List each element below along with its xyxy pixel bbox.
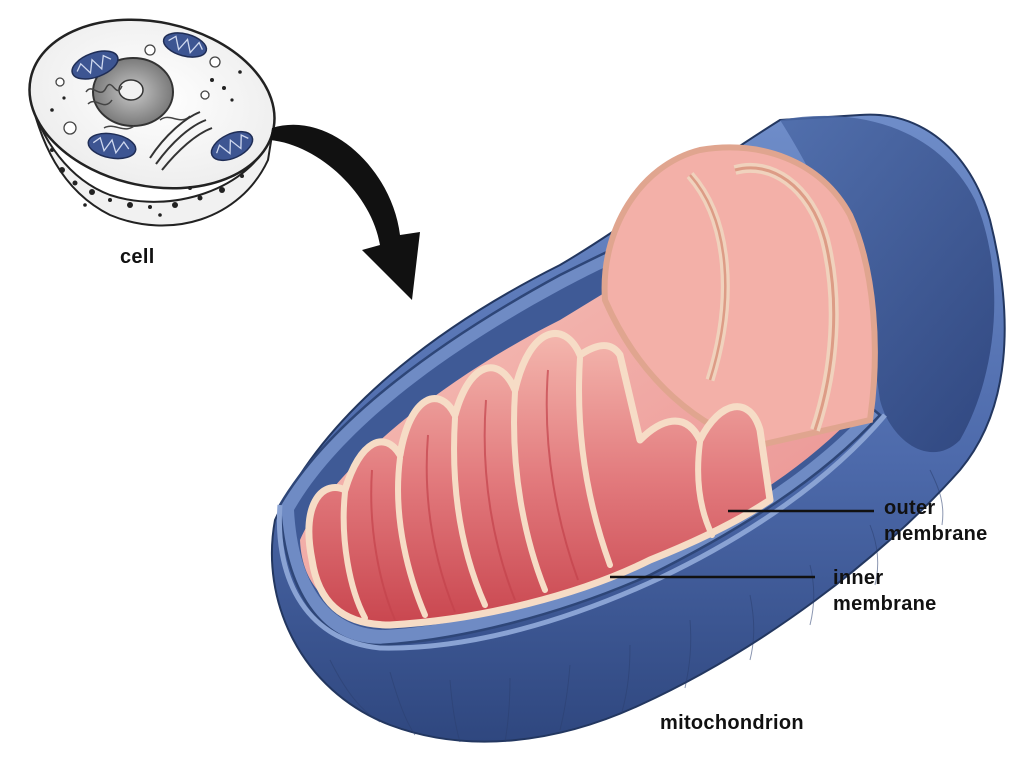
curved-arrow-icon <box>270 124 420 300</box>
cell-granules <box>50 70 244 217</box>
cristae <box>305 330 774 629</box>
cell-vesicles <box>55 44 221 135</box>
mitochondrion-label: mitochondrion <box>660 712 804 734</box>
outer-membrane-label: outer membrane <box>884 495 988 547</box>
cell-mitochondria <box>71 32 254 162</box>
golgi-apparatus <box>149 111 213 171</box>
inner-membrane-label-line-1: inner <box>833 567 884 589</box>
outer-membrane-label-line-2: membrane <box>884 523 988 545</box>
mitochondrion-illustration <box>270 113 1006 743</box>
cell-label: cell <box>120 246 155 268</box>
nucleolus <box>118 79 144 101</box>
cell-illustration <box>28 18 276 227</box>
pointer-lines <box>610 509 874 579</box>
outer-membrane-label-line-1: outer <box>884 497 936 519</box>
inner-membrane-label: inner membrane <box>833 565 937 617</box>
inner-membrane-label-line-2: membrane <box>833 593 937 615</box>
